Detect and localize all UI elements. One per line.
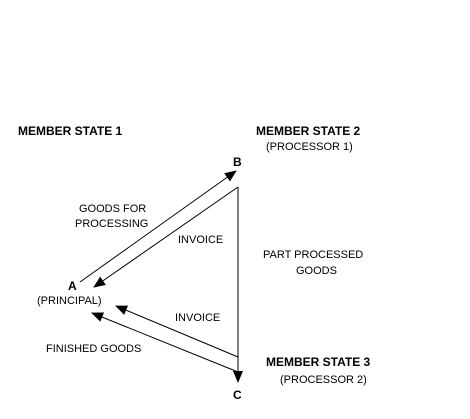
member-state-3-subtitle: (PROCESSOR 2) (280, 374, 367, 386)
goods-for-processing-arrow (79, 170, 237, 283)
member-state-2-title: MEMBER STATE 2 (256, 124, 361, 138)
part-processed-goods-label-line1: PART PROCESSED (263, 249, 363, 261)
goods-for-processing-label-line2: PROCESSING (75, 218, 148, 230)
node-b-label: B (233, 155, 242, 169)
finished-goods-label: FINISHED GOODS (46, 343, 141, 355)
invoice-c-to-a-arrow (115, 305, 239, 358)
member-state-3-title: MEMBER STATE 3 (266, 355, 371, 369)
invoice-c-to-a-label: INVOICE (175, 312, 220, 324)
member-state-2-subtitle: (PROCESSOR 1) (266, 141, 353, 153)
finished-goods-arrow (91, 312, 239, 373)
node-a-label: A (68, 279, 77, 293)
node-a-principal-label: (PRINCIPAL) (37, 295, 102, 307)
member-state-1-title: MEMBER STATE 1 (18, 124, 123, 138)
part-processed-goods-label-line2: GOODS (296, 265, 337, 277)
node-c-label: C (233, 388, 242, 402)
goods-for-processing-label-line1: GOODS FOR (79, 203, 146, 215)
invoice-b-to-a-label: INVOICE (178, 234, 223, 246)
invoice-b-to-a-arrow (93, 186, 239, 288)
